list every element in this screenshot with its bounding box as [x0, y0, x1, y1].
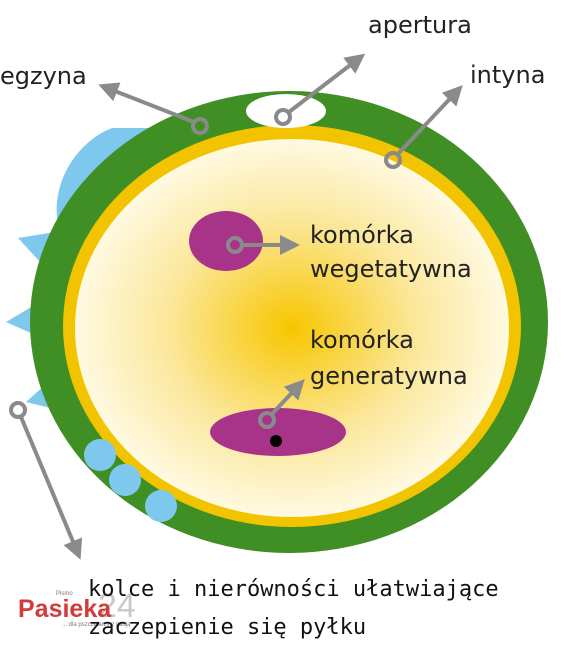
- arrow-icon: [98, 82, 209, 135]
- logo-small-top: Pismo: [56, 591, 73, 597]
- label-vegetative-2: wegetatywna: [310, 255, 472, 283]
- bump-icon: [109, 464, 141, 496]
- wall-bumps: [84, 439, 177, 522]
- label-generative-2: generatywna: [310, 362, 468, 390]
- generative-cell: [210, 408, 346, 456]
- logo-tagline: ... dla pszczelarzy z pasją: [62, 622, 131, 628]
- arrow-icon: [384, 85, 463, 169]
- label-generative-1: komórka: [310, 326, 414, 354]
- logo-name: Pasieka: [18, 595, 112, 623]
- bump-icon: [145, 490, 177, 522]
- label-vegetative-1: komórka: [310, 221, 414, 249]
- pasieka24-logo: 24 Pismo Pasieka ... dla pszczelarzy z p…: [18, 587, 136, 628]
- caption-line-2: zaczepienie się pyłku: [88, 615, 366, 640]
- label-egzyna: egzyna: [0, 62, 87, 90]
- label-apertura: apertura: [368, 11, 472, 39]
- generative-nucleus: [270, 435, 282, 447]
- cytoplasm: [75, 139, 509, 517]
- arrow-icon: [274, 53, 366, 126]
- pointer-arrows: [9, 53, 463, 560]
- bump-icon: [84, 439, 116, 471]
- label-intyna: intyna: [470, 61, 545, 89]
- arrow-icon: [9, 401, 83, 560]
- arrow-icon: [258, 379, 305, 429]
- arrow-icon: [226, 235, 300, 255]
- logo-number: 24: [98, 587, 136, 625]
- caption-line-1: kolce i nierówności ułatwiające: [88, 577, 499, 602]
- vegetative-cell: [189, 211, 263, 271]
